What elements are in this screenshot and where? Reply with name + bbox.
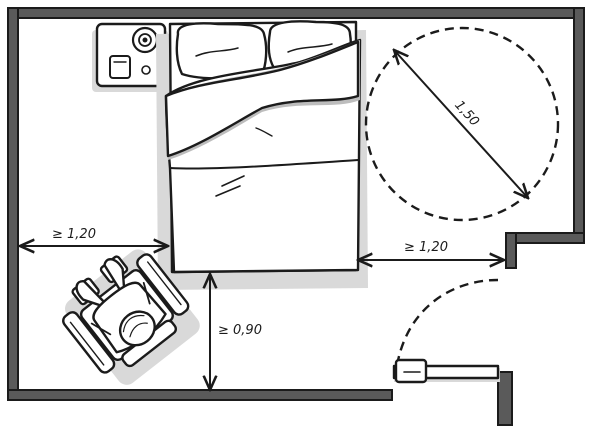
foot-clearance-label: ≥ 0,90 (218, 323, 262, 338)
right-notch-wall (505, 232, 585, 244)
door (392, 278, 500, 384)
right-clearance-dimension: ≥ 1,20 (358, 240, 504, 260)
room-walls (7, 7, 585, 426)
left-clearance-dimension: ≥ 1,20 (20, 227, 168, 246)
door-leaf (392, 358, 500, 384)
double-bed (156, 20, 368, 290)
wheelchair-user (62, 249, 200, 385)
left-wall (7, 7, 19, 401)
foot-clearance-dimension: ≥ 0,90 (210, 274, 262, 390)
turning-circle: 1,50 (364, 26, 560, 222)
left-clearance-label: ≥ 1,20 (52, 227, 96, 242)
person-icon (75, 258, 167, 354)
door-jamb-wall (497, 371, 513, 426)
top-wall (7, 7, 585, 19)
right-upper-wall (573, 7, 585, 244)
nightstand (92, 22, 168, 92)
turning-diameter-label: 1,50 (451, 98, 482, 130)
turning-diameter-arrow (394, 50, 528, 198)
phone-icon (109, 55, 131, 79)
right-clearance-label: ≥ 1,20 (404, 240, 448, 255)
bottom-wall (7, 389, 393, 401)
notch-vertical-wall (505, 232, 517, 269)
